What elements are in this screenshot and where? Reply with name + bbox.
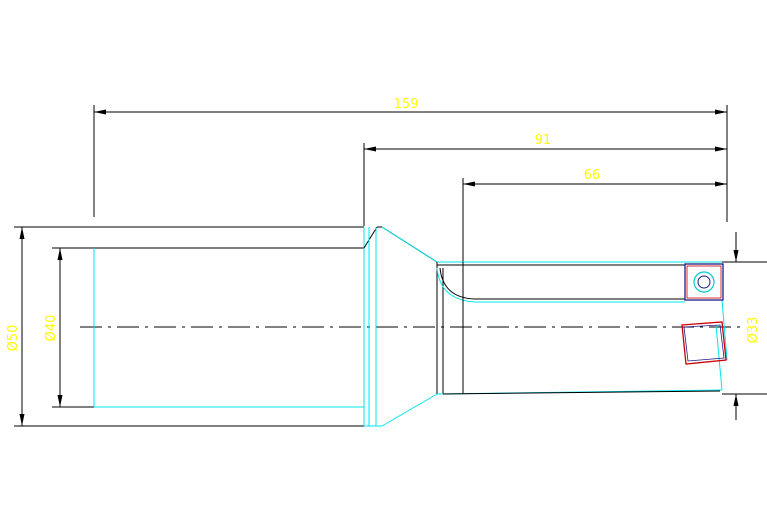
bottom-insert bbox=[681, 321, 727, 365]
dimension-label-91: 91 bbox=[535, 133, 552, 148]
drill-head bbox=[436, 261, 728, 395]
dimension-diameter-33: Ø33 bbox=[722, 232, 767, 420]
dimension-label-diameter-33: Ø33 bbox=[746, 317, 761, 344]
dimension-91: 91 bbox=[363, 133, 727, 226]
dimension-66: 66 bbox=[462, 168, 727, 262]
dimension-label-diameter-50: Ø50 bbox=[6, 325, 21, 352]
shank-body bbox=[22, 226, 382, 427]
dimension-159: 159 bbox=[93, 97, 728, 222]
taper-transition bbox=[364, 226, 444, 427]
dimension-label-159: 159 bbox=[394, 97, 419, 112]
top-insert bbox=[684, 263, 724, 301]
dimension-diameter-40: Ø40 bbox=[44, 247, 94, 408]
dimension-label-diameter-40: Ø40 bbox=[44, 315, 59, 342]
dimension-label-66: 66 bbox=[584, 168, 601, 183]
